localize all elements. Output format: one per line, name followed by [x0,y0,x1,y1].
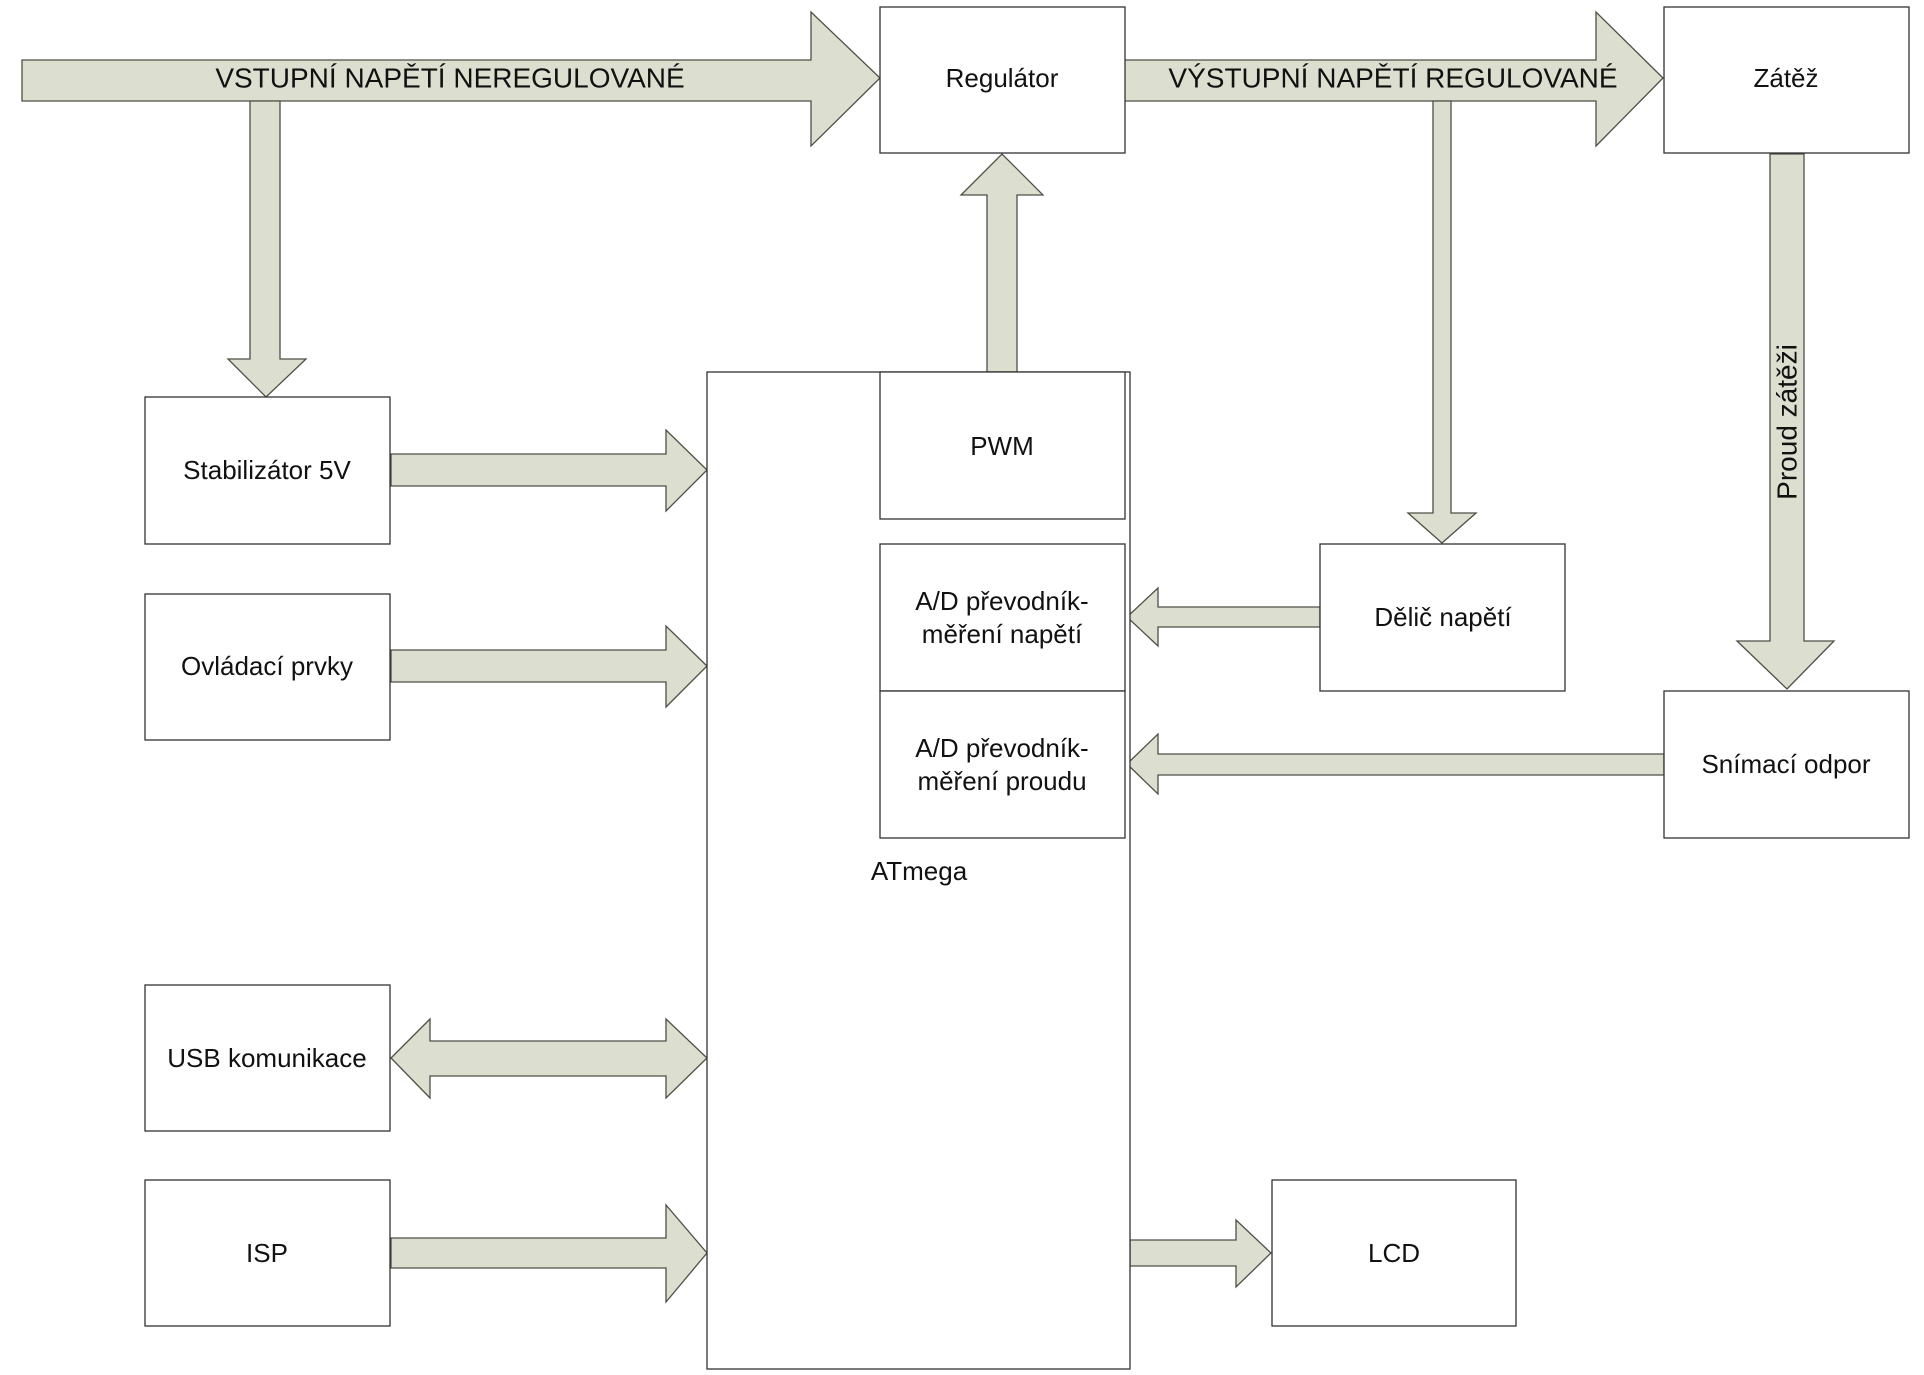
isp-to-atmega-arrow [390,1203,708,1304]
input-voltage-label: VSTUPNÍ NAPĚTÍ NEREGULOVANÉ [215,63,684,94]
load-label: Zátěž [1753,63,1818,93]
regulator-label: Regulátor [946,63,1059,93]
atmega-label: ATmega [871,856,968,886]
divider-label: Dělič napětí [1374,602,1512,632]
labels: VSTUPNÍ NAPĚTÍ NEREGULOVANÉ VÝSTUPNÍ NAP… [167,63,1871,1269]
controls-block [144,593,391,741]
input-to-stabilizer-arrow [226,100,308,398]
pwm-to-regulator-arrow [959,153,1045,373]
load-to-shunt-arrow [1735,153,1836,690]
adc-current-label-line-2: měření proudu [917,766,1086,796]
output-to-divider-arrow [1406,100,1478,544]
input-voltage-arrow [21,10,881,148]
stabilizer-to-atmega-arrow [390,428,708,513]
load-current-label: Proud zátěži [1772,344,1803,500]
atmega-block [706,371,1131,1370]
shunt-to-adc-current-arrow [1126,732,1665,796]
output-voltage-label: VÝSTUPNÍ NAPĚTÍ REGULOVANÉ [1168,63,1617,94]
usb-atmega-bidirectional-arrow [390,1017,708,1100]
lcd-label: LCD [1368,1238,1420,1268]
pwm-label: PWM [970,431,1034,461]
pwm-block [879,371,1126,520]
divider-to-adc-voltage-arrow [1126,586,1321,648]
blocks [144,6,1910,1370]
adc-voltage-block [879,543,1126,692]
shunt-block [1663,690,1910,839]
usb-block [144,984,391,1132]
controls-label: Ovládací prvky [181,651,353,681]
isp-label: ISP [246,1238,288,1268]
adc-voltage-label-line-1: A/D převodník- [915,586,1088,616]
isp-block [144,1179,391,1327]
stabilizer-label: Stabilizátor 5V [183,455,351,485]
arrows [21,10,1836,1304]
load-block [1663,6,1910,154]
output-voltage-arrow [1123,10,1664,148]
adc-current-block [879,690,1126,839]
divider-block [1319,543,1566,692]
adc-voltage-label-line-2: měření napětí [922,619,1083,649]
regulator-block [879,6,1126,154]
lcd-block [1271,1179,1517,1327]
adc-current-label-line-1: A/D převodník- [915,733,1088,763]
stabilizer-block [144,396,391,545]
controls-to-atmega-arrow [390,624,708,709]
atmega-to-lcd-arrow [1129,1218,1272,1289]
shunt-label: Snímací odpor [1701,749,1870,779]
usb-label: USB komunikace [167,1043,366,1073]
